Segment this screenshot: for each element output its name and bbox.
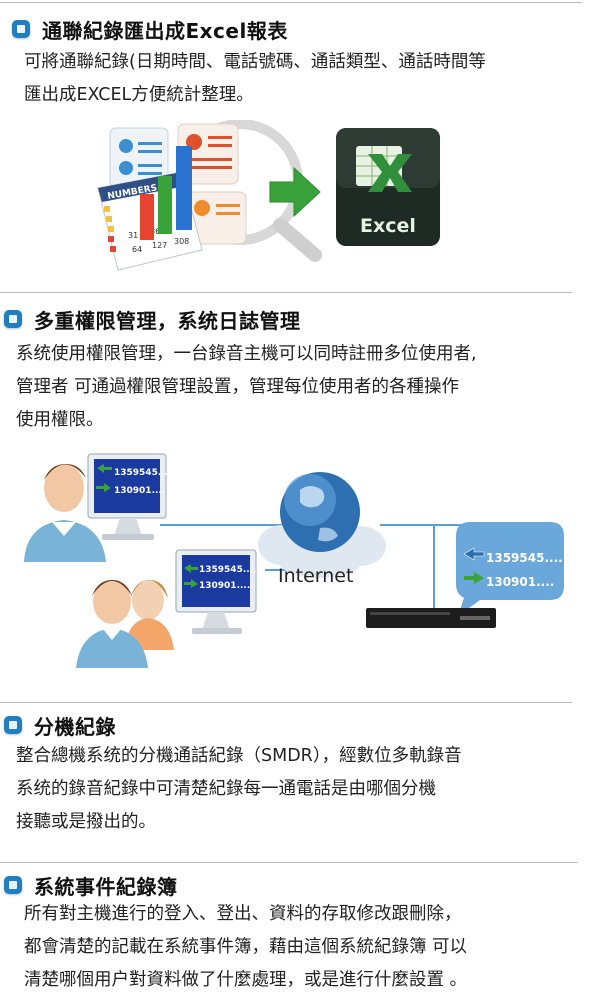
svg-text:1359545....: 1359545.... <box>486 551 563 565</box>
svg-text:127: 127 <box>152 241 167 250</box>
svg-text:308: 308 <box>174 237 189 246</box>
section-body: 所有對主機進行的登入、登出、資料的存取修改跟刪除， 都會清楚的記載在系統事件簿，… <box>0 898 600 997</box>
body-line: 接聽或是撥出的。 <box>16 812 156 832</box>
body-line: 整合總機系统的分機通話紀錄（SMDR），經數位多軌錄音 <box>16 746 462 766</box>
bullet-icon <box>4 876 22 894</box>
svg-text:130901....: 130901.... <box>114 486 165 496</box>
section-permission-management: 多重權限管理，系统日誌管理 系统使用權限管理，一台錄音主機可以同時註冊多位使用者… <box>0 302 600 437</box>
svg-text:1359545....: 1359545.... <box>199 565 257 575</box>
section-divider <box>0 862 578 863</box>
body-line: 都會清楚的記載在系統事件簿，藉由這個系統紀錄簿 可以 <box>24 937 468 957</box>
internet-label: Internet <box>278 565 353 587</box>
speech-bubble-icon: 1359545.... 130901.... <box>456 522 564 616</box>
svg-text:64: 64 <box>132 245 142 254</box>
bar-chart-icon <box>140 146 192 240</box>
body-line: 清楚哪個用户對資料做了什麼處理，或是進行什麼設置 。 <box>24 970 468 990</box>
body-line: 匯出成EXCEL方便統計整理。 <box>24 85 254 105</box>
body-line: 系统的錄音紀錄中可清楚紀錄每一通電話是由哪個分機 <box>16 779 436 799</box>
body-line: 可將通聯紀錄(日期時間、電話號碼、通話類型、通話時間等 <box>24 52 486 72</box>
body-line: 所有對主機進行的登入、登出、資料的存取修改跟刪除， <box>24 904 462 924</box>
excel-export-illustration: NUMBERS 31 36 64 127 308 Excel <box>97 120 440 271</box>
excel-icon: Excel <box>336 128 440 246</box>
section-header: 通聯紀錄匯出成Excel報表 <box>0 12 600 46</box>
network-illustration: Internet 1359545.... 130901.... 1359545.… <box>24 453 564 668</box>
svg-text:Excel: Excel <box>360 215 416 237</box>
bullet-icon <box>4 716 22 734</box>
globe-icon <box>280 472 360 552</box>
section-title: 通聯紀錄匯出成Excel報表 <box>42 18 288 43</box>
user-group-icon <box>76 580 174 668</box>
section-extension-records: 分機紀錄 整合總機系统的分機通話紀錄（SMDR），經數位多軌錄音 系统的錄音紀錄… <box>0 708 600 839</box>
section-excel-export: 通聯紀錄匯出成Excel報表 可將通聯紀錄(日期時間、電話號碼、通話類型、通話時… <box>0 12 600 112</box>
svg-text:1359545....: 1359545.... <box>114 468 172 478</box>
body-line: 系统使用權限管理，一台錄音主機可以同時註冊多位使用者, <box>16 344 477 364</box>
section-title: 多重權限管理，系统日誌管理 <box>34 308 301 333</box>
recorder-device-icon <box>366 608 496 628</box>
svg-text:130901....: 130901.... <box>199 581 250 591</box>
top-rule <box>0 2 582 3</box>
body-line: 使用權限。 <box>16 410 104 430</box>
section-body: 系统使用權限管理，一台錄音主機可以同時註冊多位使用者, 管理者 可通過權限管理設… <box>0 338 600 437</box>
section-divider <box>0 702 572 703</box>
section-header: 系統事件紀錄簿 <box>0 868 600 902</box>
section-header: 分機紀錄 <box>0 708 600 742</box>
bullet-icon <box>4 310 22 328</box>
user-avatar-icon <box>24 464 106 562</box>
section-divider <box>0 292 572 293</box>
monitor-2-icon: 1359545.... 130901.... <box>175 549 257 634</box>
svg-text:130901....: 130901.... <box>486 575 554 589</box>
section-title: 系統事件紀錄簿 <box>34 874 178 899</box>
section-title: 分機紀錄 <box>34 714 116 739</box>
svg-text:36: 36 <box>150 227 160 236</box>
bullet-icon <box>12 20 30 38</box>
section-body: 整合總機系统的分機通話紀錄（SMDR），經數位多軌錄音 系统的錄音紀錄中可清楚紀… <box>0 740 600 839</box>
body-line: 管理者 可通過權限管理設置，管理每位使用者的各種操作 <box>16 377 460 397</box>
monitor-1-icon: 1359545.... 130901.... <box>87 453 172 540</box>
section-body: 可將通聯紀錄(日期時間、電話號碼、通話類型、通話時間等 匯出成EXCEL方便統計… <box>0 46 600 112</box>
svg-text:31: 31 <box>128 231 138 240</box>
section-event-log: 系統事件紀錄簿 所有對主機進行的登入、登出、資料的存取修改跟刪除， 都會清楚的記… <box>0 868 600 997</box>
arrow-right-icon <box>269 166 321 218</box>
section-header: 多重權限管理，系统日誌管理 <box>0 302 600 336</box>
